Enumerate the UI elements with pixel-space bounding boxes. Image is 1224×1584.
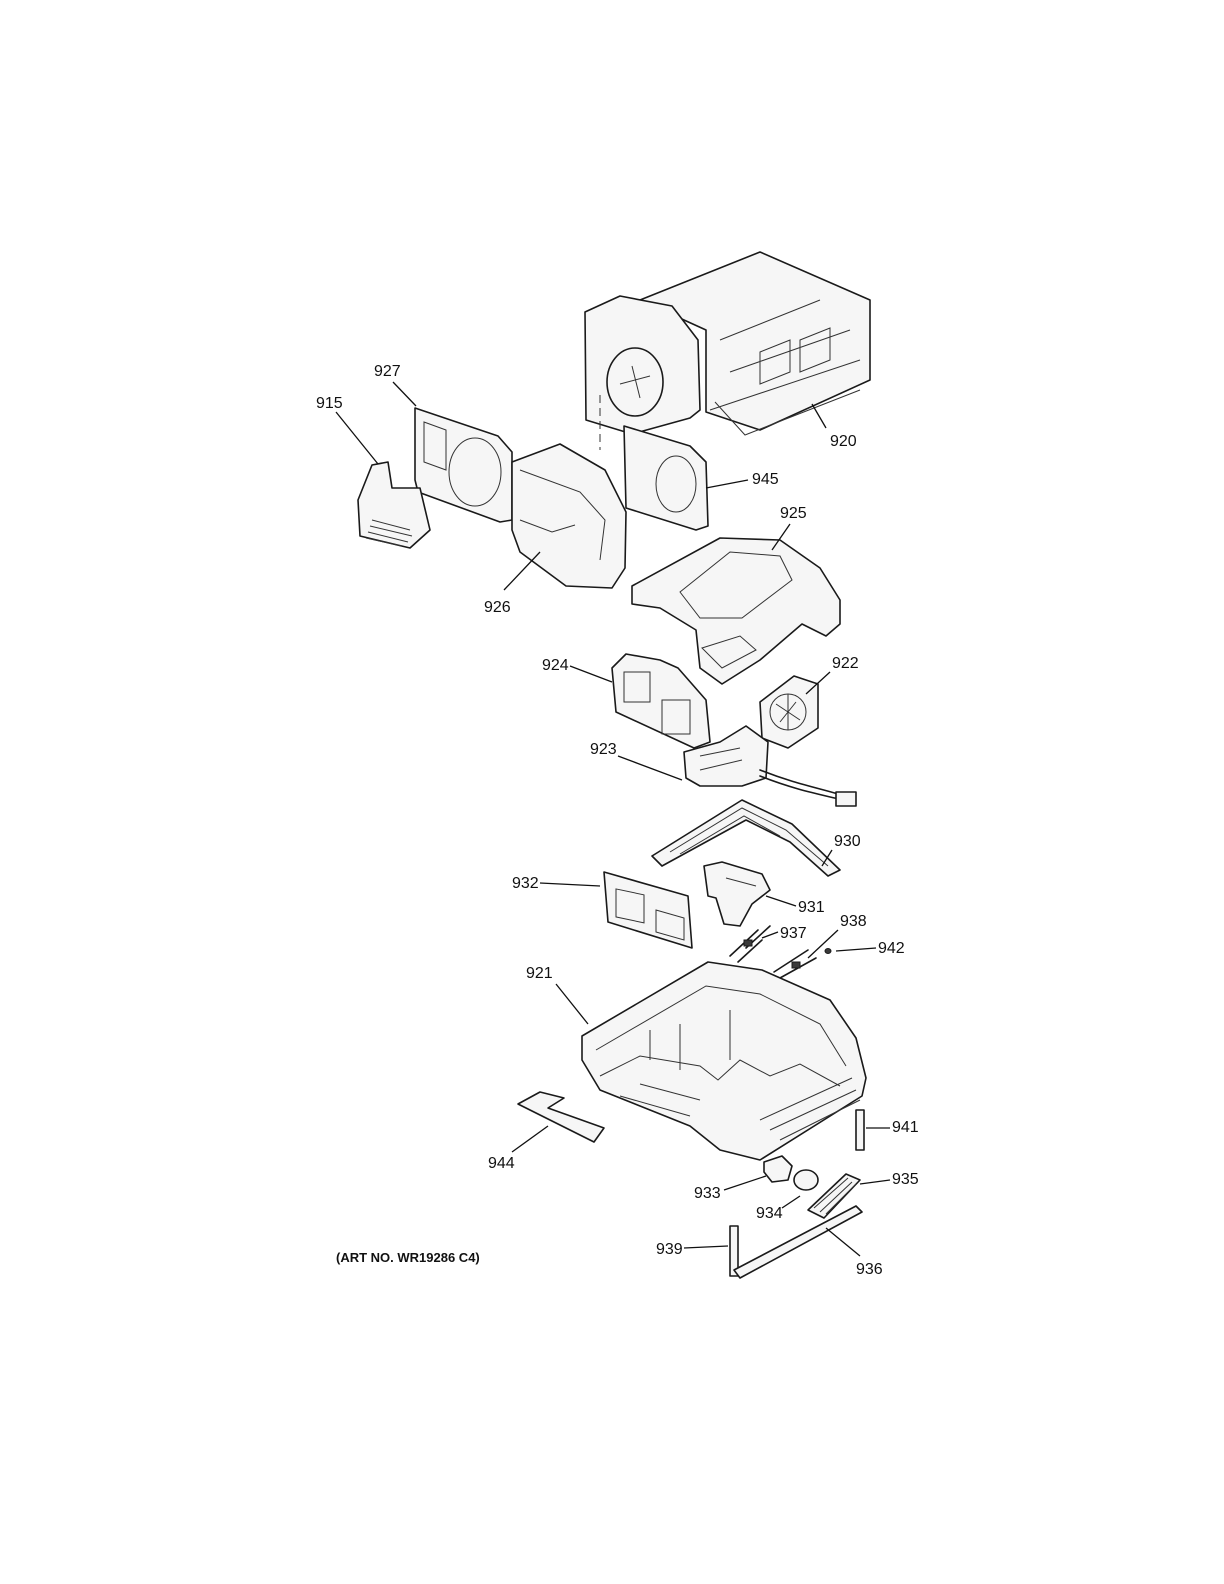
- part-922-fan[interactable]: [760, 676, 818, 748]
- part-932-gasket[interactable]: [604, 872, 692, 948]
- callout-935: 935: [892, 1171, 919, 1188]
- callout-933: 933: [694, 1185, 721, 1202]
- callout-922: 922: [832, 655, 859, 672]
- callout-941: 941: [892, 1119, 919, 1136]
- part-927-gasket[interactable]: [415, 408, 512, 522]
- callout-930: 930: [834, 833, 861, 850]
- callout-934: 934: [756, 1205, 783, 1222]
- part-930-heater[interactable]: [652, 800, 840, 876]
- callout-927: 927: [374, 363, 401, 380]
- callout-921: 921: [526, 965, 553, 982]
- callout-932: 932: [512, 875, 539, 892]
- callout-924: 924: [542, 657, 569, 674]
- part-924-damper[interactable]: [612, 654, 710, 748]
- callout-920: 920: [830, 433, 857, 450]
- part-934-bulb[interactable]: [794, 1170, 818, 1190]
- callout-939: 939: [656, 1241, 683, 1258]
- callout-945: 945: [752, 471, 779, 488]
- part-937-wire[interactable]: [730, 926, 770, 962]
- callout-923: 923: [590, 741, 617, 758]
- callout-944: 944: [488, 1155, 515, 1172]
- part-926-duct-housing[interactable]: [512, 444, 626, 588]
- callout-926: 926: [484, 599, 511, 616]
- part-942-screw[interactable]: [825, 949, 831, 954]
- part-944-gasket[interactable]: [518, 1092, 604, 1142]
- part-933-socket[interactable]: [764, 1156, 792, 1182]
- callout-937: 937: [780, 925, 807, 942]
- part-931-baffle[interactable]: [704, 862, 770, 926]
- callout-931: 931: [798, 899, 825, 916]
- callout-925: 925: [780, 505, 807, 522]
- callout-938: 938: [840, 913, 867, 930]
- part-920-assembly[interactable]: [585, 252, 870, 435]
- part-938-wire[interactable]: [774, 950, 816, 978]
- callout-936: 936: [856, 1261, 883, 1278]
- callout-942: 942: [878, 940, 905, 957]
- part-945-gasket[interactable]: [624, 426, 708, 530]
- art-number: (ART NO. WR19286 C4): [336, 1250, 480, 1265]
- callout-915: 915: [316, 395, 343, 412]
- part-941-strip[interactable]: [856, 1110, 864, 1150]
- part-921-housing[interactable]: [582, 962, 866, 1160]
